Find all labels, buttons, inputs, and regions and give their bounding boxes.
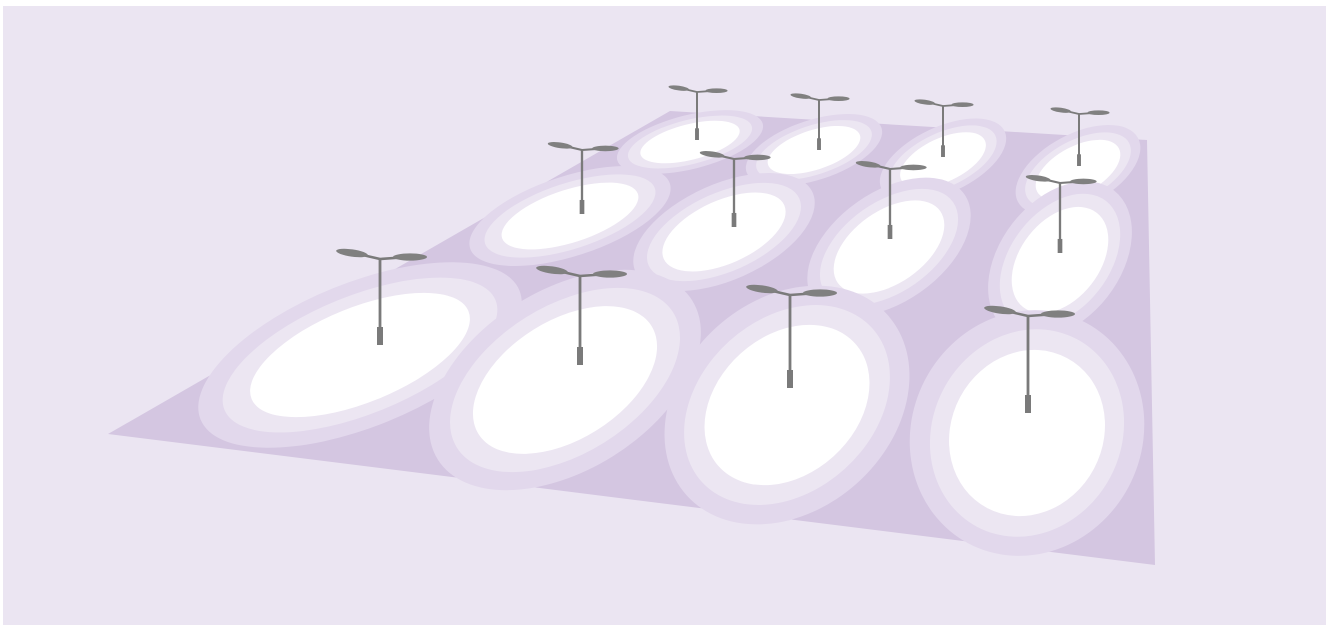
pole-base <box>1025 395 1031 413</box>
lamp-head-right <box>1041 310 1075 317</box>
lamp-head-right <box>593 270 627 277</box>
lamp-head-right <box>1070 179 1097 185</box>
lamp-head-right <box>592 146 619 152</box>
lamp-head-right <box>393 253 427 260</box>
lamp-head-right <box>951 102 973 107</box>
pole-base <box>888 225 893 239</box>
lamp-head-right <box>803 289 837 296</box>
lamp-head-right <box>744 155 771 161</box>
pole-base <box>377 327 383 345</box>
lamp-head-right <box>827 96 849 101</box>
lamp-head-right <box>705 88 727 93</box>
pole-base <box>1058 239 1063 253</box>
pole-base <box>577 347 583 365</box>
pole-base <box>1077 154 1081 166</box>
lamp-head-right <box>900 165 927 171</box>
pole-base <box>695 128 699 140</box>
pole-base <box>580 200 585 214</box>
pole-base <box>817 138 821 150</box>
pole-base <box>941 145 945 157</box>
pole-base <box>732 213 737 227</box>
lamp-head-right <box>1087 110 1109 115</box>
pole-base <box>787 370 793 388</box>
